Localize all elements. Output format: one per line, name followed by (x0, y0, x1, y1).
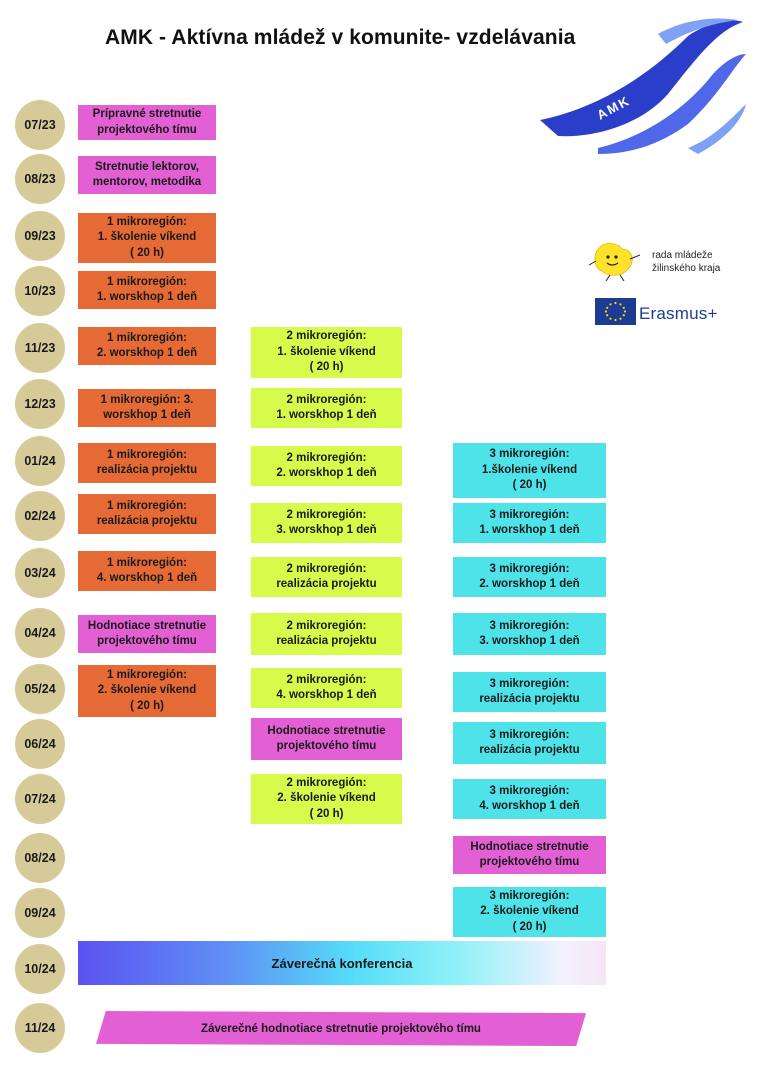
activity-box-col2: 2 mikroregión: 3. worskhop 1 deň (251, 503, 402, 543)
rada-mladeze-logo (588, 243, 641, 281)
activity-box-col3: 3 mikroregión: 4. worskhop 1 deň (453, 779, 606, 819)
activity-box-col3: 3 mikroregión: 1. worskhop 1 deň (453, 503, 606, 543)
month-circle: 05/24 (15, 664, 65, 714)
activity-box-col1: 1 mikroregión: realizácia projektu (78, 443, 216, 483)
month-circle: 10/24 (15, 944, 65, 994)
activity-box-col2: 2 mikroregión: 1. worskhop 1 deň (251, 388, 402, 428)
activity-box-col2: 2 mikroregión: 2. školenie víkend ( 20 h… (251, 774, 402, 824)
month-circle: 12/23 (15, 379, 65, 429)
activity-box-col3: Hodnotiace stretnutie projektového tímu (453, 836, 606, 874)
activity-box-col2: 2 mikroregión: realizácia projektu (251, 613, 402, 655)
month-circle: 04/24 (15, 608, 65, 658)
activity-box-col2: 2 mikroregión: realizácia projektu (251, 557, 402, 597)
month-circle: 09/24 (15, 888, 65, 938)
activity-box-col1: Hodnotiace stretnutie projektového tímu (78, 615, 216, 653)
month-circle: 02/24 (15, 491, 65, 541)
month-circle: 09/23 (15, 211, 65, 261)
activity-box-col1: 1 mikroregión: 2. školenie víkend ( 20 h… (78, 665, 216, 717)
activity-box-col1: 1 mikroregión: 1. worskhop 1 deň (78, 271, 216, 309)
month-circle: 08/23 (15, 154, 65, 204)
activity-box-col1: 1 mikroregión: 1. školenie víkend ( 20 h… (78, 213, 216, 263)
month-circle: 06/24 (15, 719, 65, 769)
activity-box-col2: 2 mikroregión: 2. worskhop 1 deň (251, 446, 402, 486)
erasmus-plus-logo-text: Erasmus+ (639, 304, 718, 323)
final-meeting-bar: Záverečné hodnotiace stretnutie projekto… (96, 1011, 586, 1046)
activity-box-col3: 3 mikroregión: 2. worskhop 1 deň (453, 557, 606, 597)
month-circle: 03/24 (15, 548, 65, 598)
activity-box-col2: 2 mikroregión: 4. worskhop 1 deň (251, 668, 402, 708)
month-circle: 08/24 (15, 833, 65, 883)
month-circle: 11/23 (15, 323, 65, 373)
month-circle: 11/24 (15, 1003, 65, 1053)
activity-box-col1: 1 mikroregión: 3. worskhop 1 deň (78, 389, 216, 427)
activity-box-col2: Hodnotiace stretnutie projektového tímu (251, 718, 402, 760)
final-conference-bar: Záverečná konferencia (78, 941, 606, 985)
activity-box-col1: Stretnutie lektorov, mentorov, metodika (78, 156, 216, 194)
month-circle: 10/23 (15, 266, 65, 316)
rada-mladeze-text: rada mládeže žilinského kraja (652, 250, 721, 274)
activity-box-col1: 1 mikroregión: realizácia projektu (78, 494, 216, 534)
activity-box-col3: 3 mikroregión: 2. školenie víkend ( 20 h… (453, 887, 606, 937)
eu-flag-icon (595, 298, 636, 325)
activity-box-col1: Prípravné stretnutie projektového tímu (78, 105, 216, 140)
month-circle: 07/23 (15, 100, 65, 150)
amk-logo: AMK (540, 18, 746, 154)
activity-box-col3: 3 mikroregión: 1.školenie víkend ( 20 h) (453, 443, 606, 498)
activity-box-col1: 1 mikroregión: 4. worskhop 1 deň (78, 551, 216, 591)
page-title: AMK - Aktívna mládež v komunite- vzdeláv… (105, 26, 576, 49)
activity-box-col2: 2 mikroregión: 1. školenie víkend ( 20 h… (251, 327, 402, 378)
activity-box-col3: 3 mikroregión: realizácia projektu (453, 722, 606, 764)
activity-box-col1: 1 mikroregión: 2. worskhop 1 deň (78, 327, 216, 365)
month-circle: 01/24 (15, 436, 65, 486)
activity-box-col3: 3 mikroregión: 3. worskhop 1 deň (453, 613, 606, 655)
activity-box-col3: 3 mikroregión: realizácia projektu (453, 672, 606, 712)
month-circle: 07/24 (15, 774, 65, 824)
